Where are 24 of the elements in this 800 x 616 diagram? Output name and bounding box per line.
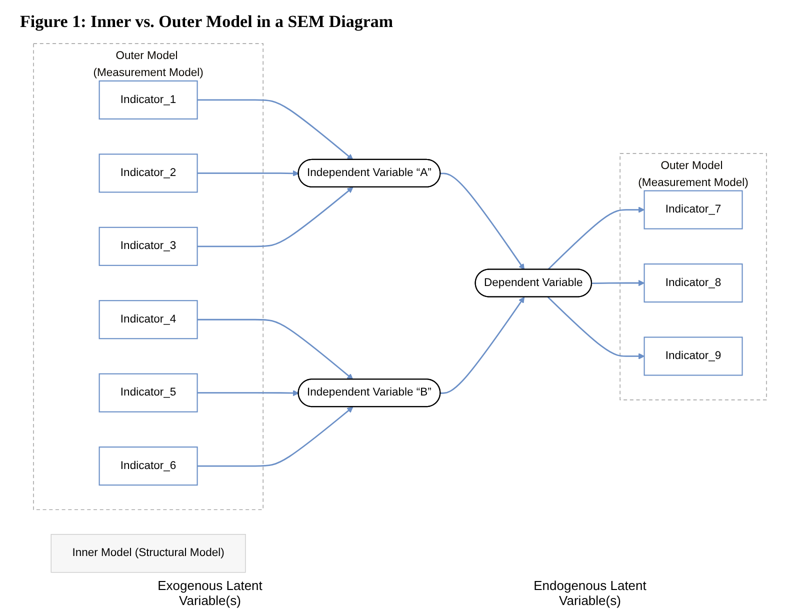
node-box: Indicator_3 xyxy=(98,226,198,266)
node-box: Indicator_4 xyxy=(98,300,198,340)
arrow xyxy=(197,390,299,396)
annotation-text: Exogenous Latent Variable(s) xyxy=(156,578,264,608)
annotation-text: Endogenous Latent Variable(s) xyxy=(532,578,648,608)
arrow xyxy=(197,186,354,248)
node-box: Indicator_9 xyxy=(644,336,743,376)
node-box: Indicator_8 xyxy=(644,263,743,303)
node-box: Inner Model (Structural Model) xyxy=(50,534,246,573)
node-box: Indicator_7 xyxy=(644,190,743,230)
arrow xyxy=(440,172,525,270)
arrow xyxy=(197,318,354,380)
arrow xyxy=(197,99,354,160)
arrow xyxy=(547,296,645,360)
arrow xyxy=(197,170,299,177)
figure-title: Figure 1: Inner vs. Outer Model in a SEM Diagram xyxy=(20,12,394,32)
node-box: Indicator_5 xyxy=(98,373,198,412)
arrow xyxy=(440,296,525,394)
arrow xyxy=(547,206,645,270)
arrow xyxy=(592,280,645,286)
node-box: Indicator_1 xyxy=(98,80,198,120)
node-box: Indicator_2 xyxy=(98,154,198,193)
node-box: Indicator_6 xyxy=(98,446,198,486)
arrow xyxy=(197,406,354,467)
